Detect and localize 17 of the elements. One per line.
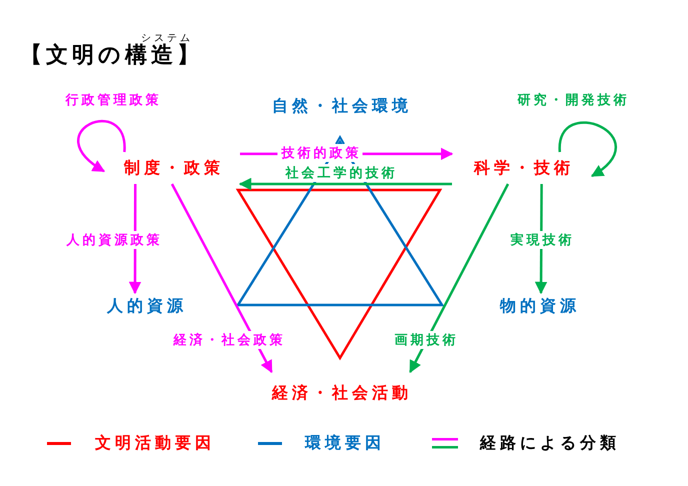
arrow (77, 120, 126, 172)
node-label: 自然・社会環境 (255, 92, 425, 120)
arrow (409, 183, 510, 374)
ruby-annotation: システム (141, 32, 193, 44)
title: 【文明の構造】 (20, 42, 203, 70)
node-label: 人的資源 (95, 293, 195, 319)
edge-label: 技術的政策 (278, 144, 362, 162)
node-label: 科学・技術 (452, 152, 592, 184)
node-label: 制度・政策 (104, 152, 240, 184)
node-label: 物的資源 (488, 293, 588, 319)
arrow (238, 178, 452, 190)
node-label: 経済・社会活動 (250, 372, 430, 414)
arrow (170, 183, 273, 374)
legend-text: 文明活動要因 (95, 433, 215, 454)
legend-text: 環境要因 (305, 433, 385, 454)
arrow (558, 121, 617, 178)
legend-text: 経路による分類 (480, 433, 620, 454)
